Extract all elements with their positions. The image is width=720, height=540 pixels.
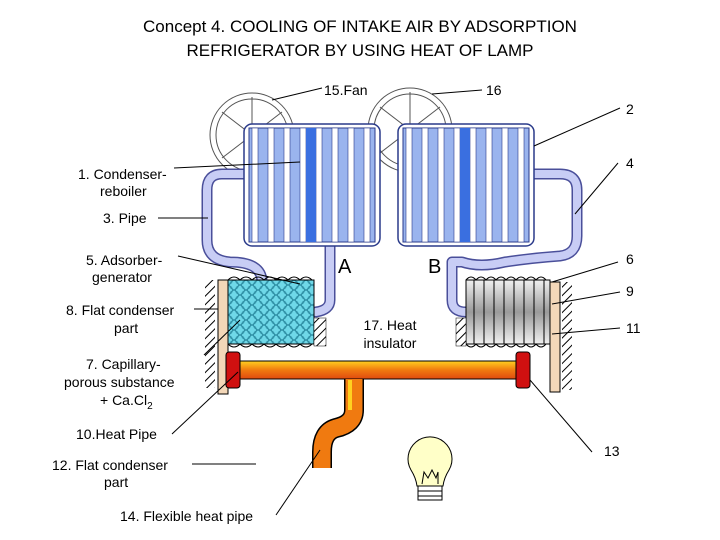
label-flat-condenser2-1: 12. Flat condenser — [52, 457, 168, 473]
label-insulator-2: insulator — [363, 335, 417, 351]
label-pipe: 3. Pipe — [103, 210, 147, 226]
label-B: B — [428, 256, 442, 278]
label-capillary-3-text: + Ca.Cl — [100, 392, 148, 408]
label-capillary-1: 7. Capillary- — [86, 356, 161, 372]
label-flat-condenser-1: 8. Flat condenser — [66, 302, 175, 318]
label-2: 2 — [626, 101, 634, 117]
label-6: 6 — [626, 251, 634, 267]
label-4: 4 — [626, 155, 634, 171]
label-16: 16 — [486, 82, 502, 98]
label-flexible-heat-pipe: 14. Flexible heat pipe — [120, 508, 254, 524]
label-capillary-3: + Ca.Cl2 — [100, 392, 153, 415]
diagram-title-line1: Concept 4. COOLING OF INTAKE AIR BY ADSO… — [143, 17, 577, 36]
label-heat-pipe: 10.Heat Pipe — [76, 426, 157, 442]
lamp-bulb — [407, 436, 453, 501]
label-capillary-sub: 2 — [147, 400, 153, 412]
label-9: 9 — [626, 283, 634, 299]
label-11: 11 — [626, 320, 641, 336]
label-13: 13 — [604, 443, 620, 459]
pipe-loops — [201, 168, 583, 318]
label-flat-condenser2-2: part — [104, 474, 129, 490]
label-fan: 15.Fan — [324, 82, 368, 98]
label-A: A — [338, 256, 352, 278]
label-flat-condenser-2: part — [114, 320, 139, 336]
adsorber-generator — [227, 276, 327, 348]
label-capillary-2: porous substance — [64, 374, 175, 390]
flexible-heat-pipe — [312, 379, 364, 468]
label-adsorber-2: generator — [92, 269, 152, 285]
label-condenser-2: reboiler — [100, 183, 147, 199]
condenser-coil-left — [243, 123, 381, 247]
label-insulator-1: 17. Heat — [363, 317, 417, 333]
heat-pipe — [225, 351, 531, 389]
label-condenser-1: 1. Condenser- — [78, 166, 167, 182]
leader-lines — [158, 87, 621, 516]
label-adsorber-1: 5. Adsorber- — [86, 252, 163, 268]
condenser-coil-right — [397, 123, 535, 247]
bellows-condenser — [455, 276, 551, 348]
diagram-title-line2: REFRIGERATOR BY USING HEAT OF LAMP — [186, 41, 534, 60]
